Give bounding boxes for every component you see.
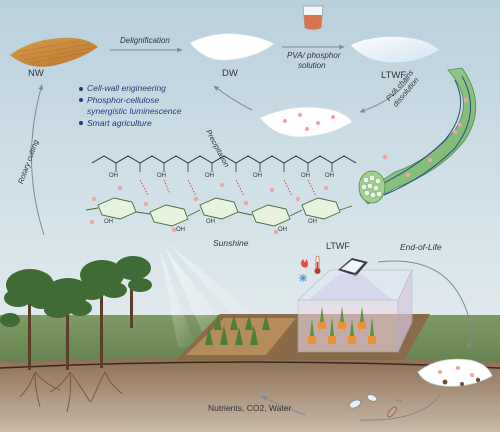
glycosidic-links <box>85 205 353 217</box>
hydroxyl-label: OH <box>157 173 166 179</box>
hydroxyl-label: OH <box>325 173 334 179</box>
pva-phosphor-label-1: PVA/ phosphor <box>287 51 341 60</box>
hydroxyl-label: OH <box>104 219 113 225</box>
hydroxyl-label: OH <box>308 219 317 225</box>
end-of-life-arrow <box>377 260 472 349</box>
nutrient-return-arrow <box>261 395 306 416</box>
feature-list: Cell-wall engineering Phosphor-cellulose… <box>79 83 181 129</box>
bullet-icon <box>79 121 83 126</box>
degradation-arrow <box>359 394 441 421</box>
hydroxyl-label: OH <box>253 173 262 179</box>
tree-roots <box>19 371 124 413</box>
pva-solution-beaker <box>302 5 324 30</box>
forest <box>0 256 152 370</box>
soil-layer <box>0 357 500 432</box>
ltwf-sensor-device <box>308 258 392 300</box>
sun-rays <box>160 245 260 348</box>
thermometer-icon <box>314 255 321 274</box>
hydroxyl-label: OH <box>205 173 214 179</box>
hydroxyl-label: OH <box>301 173 310 179</box>
dw-label: DW <box>222 68 238 79</box>
feature-item: Smart agriculture <box>79 118 181 130</box>
feature-item-continuation: synergistic luminescence <box>87 106 182 116</box>
ltwf-panel-top <box>349 35 441 64</box>
pva-phosphor-label-2: solution <box>298 61 326 70</box>
pva-hydroxyl-bonds <box>115 163 333 172</box>
feature-item: Cell-wall engineering <box>79 83 181 95</box>
hydroxyl-label: OH <box>206 219 215 225</box>
precipitation-arrow <box>213 85 253 111</box>
bullet-icon <box>79 98 83 103</box>
rotary-cutting-arrow <box>30 84 45 236</box>
pva-chain <box>91 155 357 164</box>
delignification-label: Delignification <box>120 36 170 45</box>
dissolution-arrow <box>359 77 411 113</box>
ltwf-top-label: LTWF <box>381 70 407 81</box>
hydroxyl-label: OH <box>176 227 185 233</box>
greenhouse <box>296 269 413 353</box>
nutrients-label: Nutrients, CO2, Water <box>208 403 292 413</box>
nw-label: NW <box>28 68 44 79</box>
snowflake-icon <box>299 274 307 282</box>
cellulose-fiber-bundle <box>358 67 477 205</box>
hydroxyl-label: OH <box>109 173 118 179</box>
delignified-wood-panel <box>189 33 275 61</box>
ltwf-greenhouse-label: LTWF <box>326 241 350 251</box>
bullet-icon <box>79 86 83 91</box>
precipitation-film <box>259 106 353 138</box>
natural-wood-panel <box>10 37 98 67</box>
heat-icon <box>301 259 308 268</box>
feature-item: Phosphor-cellulose <box>79 95 181 107</box>
cellulose-chain <box>97 197 341 227</box>
sunshine-label: Sunshine <box>213 238 249 248</box>
degrading-film <box>417 358 493 387</box>
phosphor-particles-chain <box>89 182 329 235</box>
hydroxyl-label: OH <box>278 227 287 233</box>
hydrogen-bonds <box>139 179 317 197</box>
soil-microbes <box>349 394 403 418</box>
end-of-life-label: End-of-Life <box>400 242 442 252</box>
